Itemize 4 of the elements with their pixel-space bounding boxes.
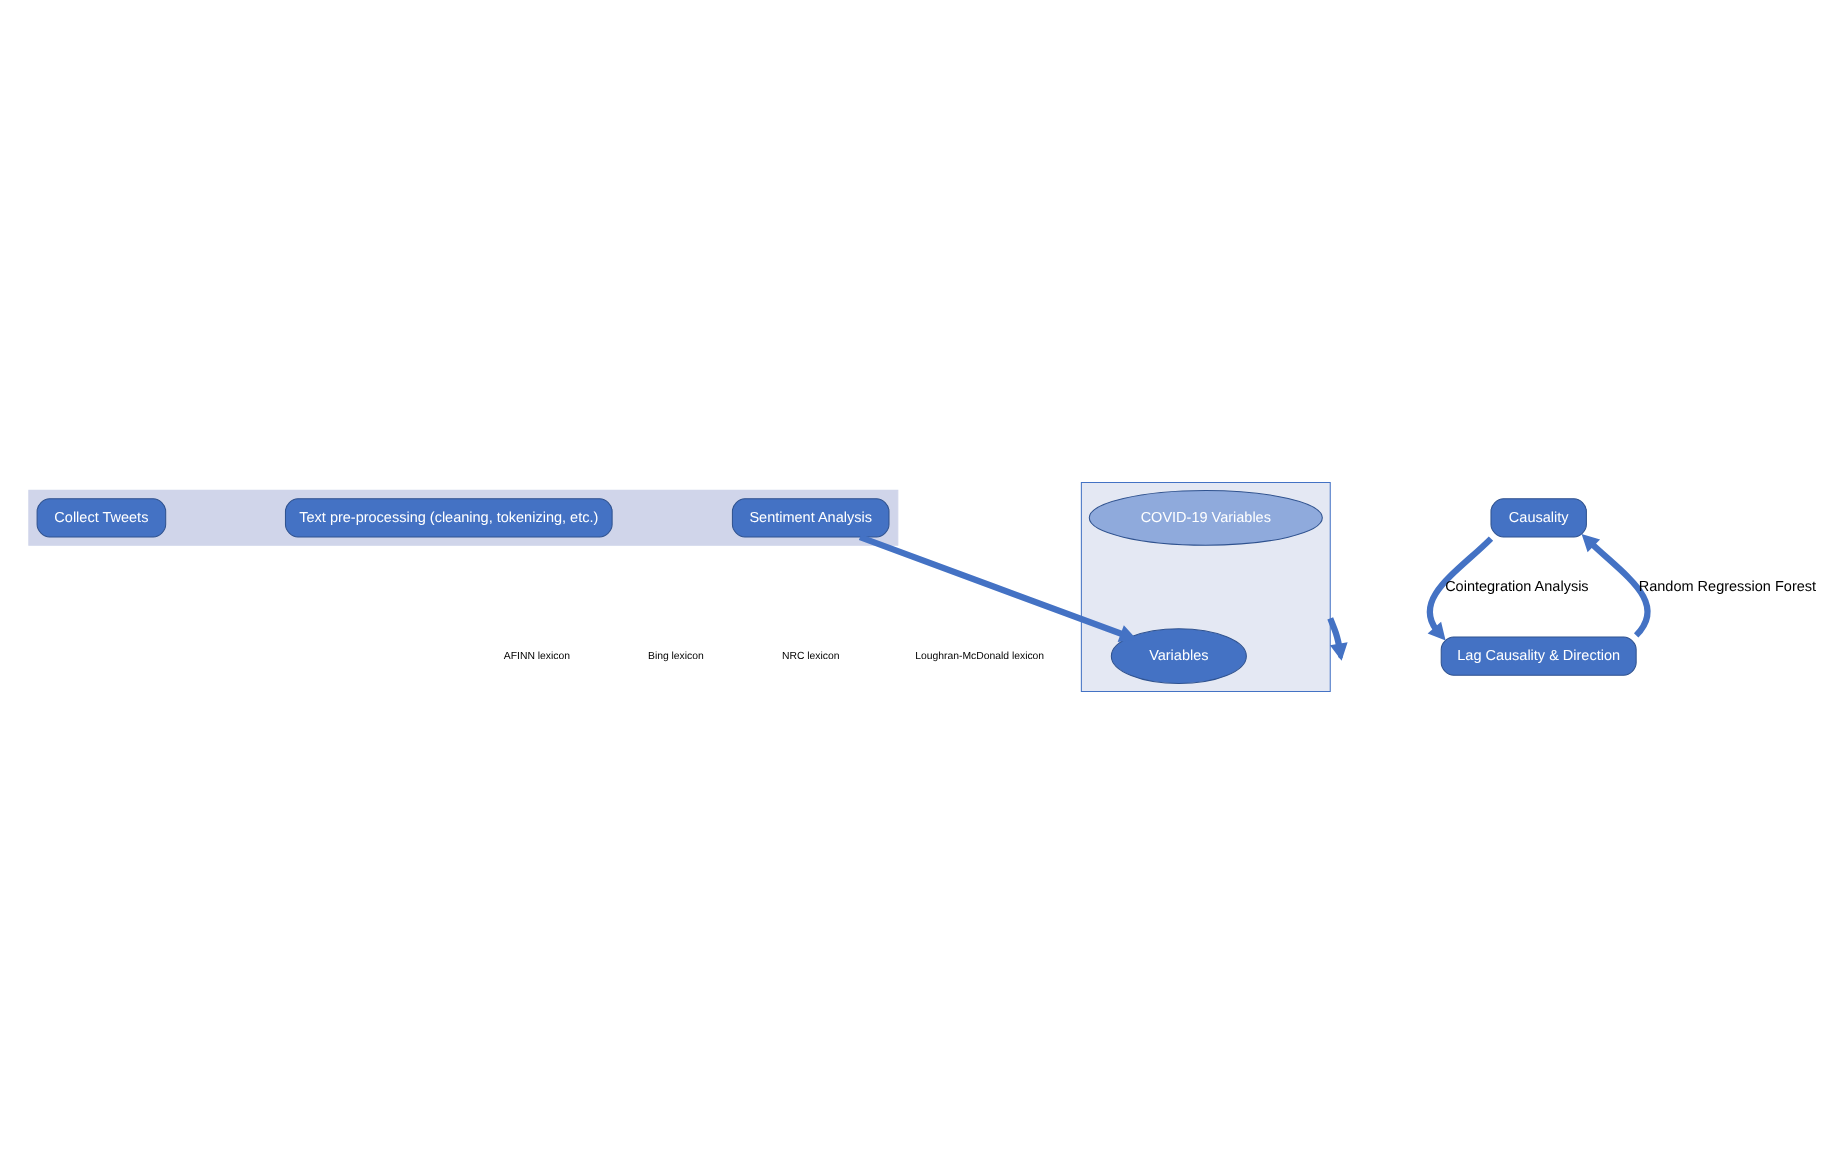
arrow <box>858 533 1137 641</box>
arrow <box>1426 535 1494 640</box>
cluster <box>1080 480 1331 692</box>
cluster <box>28 488 899 545</box>
